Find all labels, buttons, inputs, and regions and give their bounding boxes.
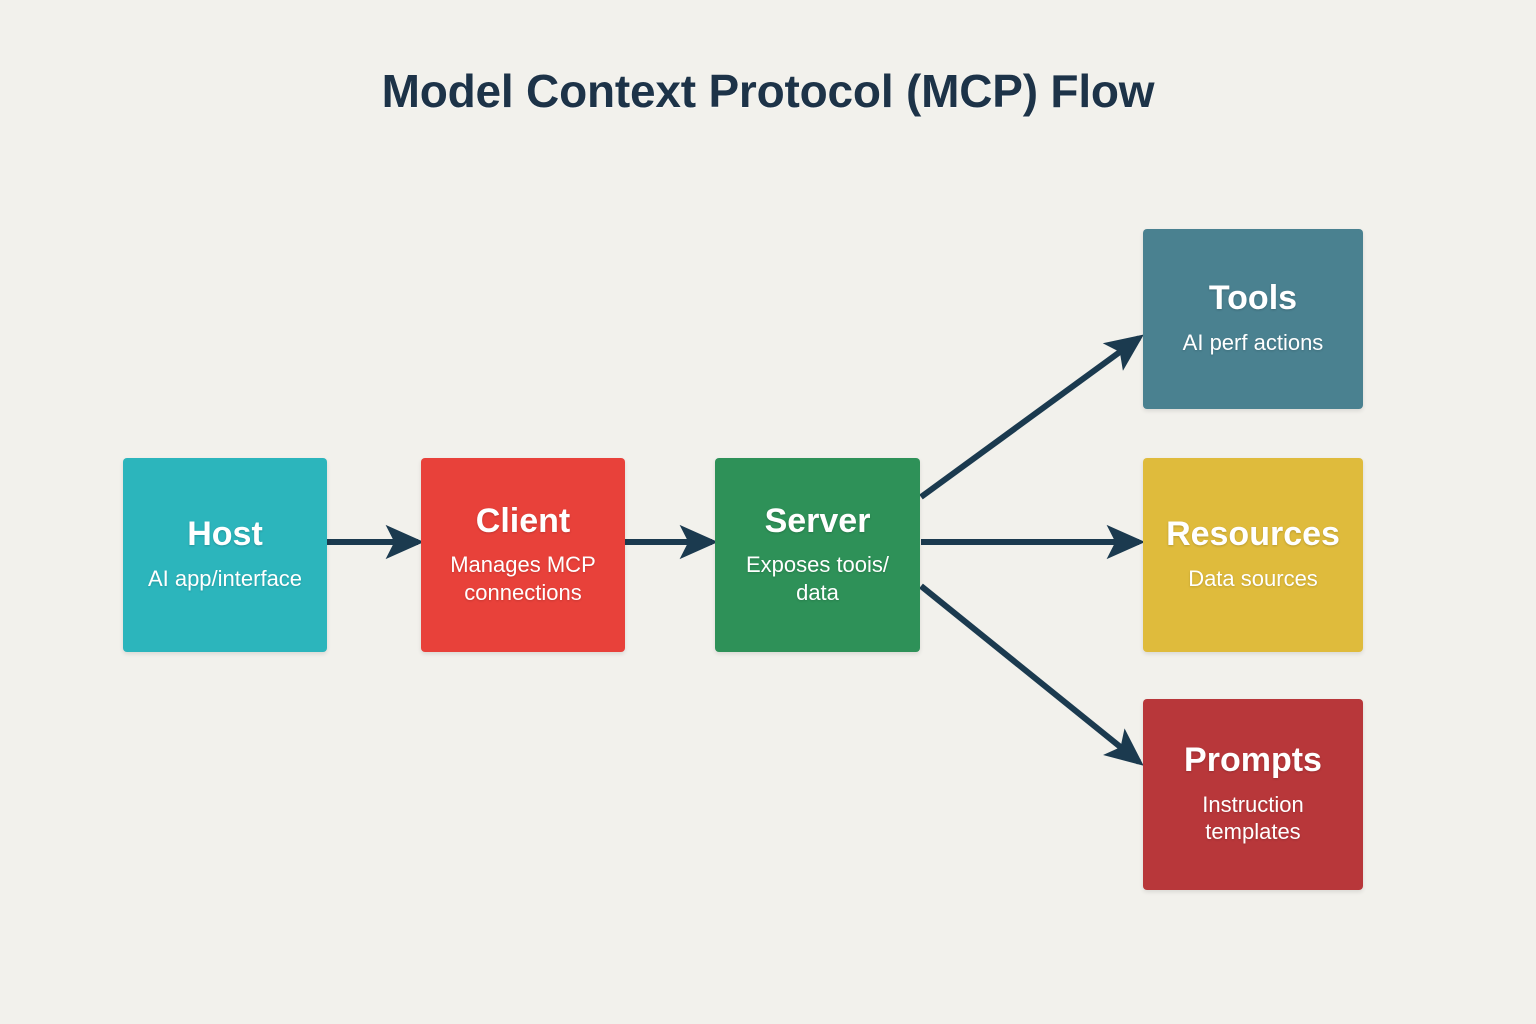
node-prompts-title: Prompts <box>1184 741 1322 780</box>
arrow-server-to-tools <box>919 334 1144 500</box>
node-host[interactable]: Host AI app/interface <box>123 458 327 652</box>
node-client-subtitle: Manages MCP connections <box>450 552 596 605</box>
arrow-server-to-prompts <box>919 583 1144 766</box>
node-resources-subtitle: Data sources <box>1188 566 1318 592</box>
node-server-subtitle: Exposes toois/ data <box>745 552 890 605</box>
node-resources-title: Resources <box>1166 515 1340 554</box>
node-client-title: Client <box>475 501 571 540</box>
node-tools-title: Tools <box>1208 279 1298 318</box>
node-host-subtitle: AI app/interface <box>147 566 303 592</box>
node-host-title: Host <box>187 515 263 554</box>
node-tools-subtitle: AI perf actions <box>1182 330 1324 356</box>
node-resources[interactable]: Resources Data sources <box>1143 458 1363 652</box>
node-prompts-subtitle: Instruction templates <box>1202 791 1304 845</box>
node-tools[interactable]: Tools AI perf actions <box>1143 229 1363 409</box>
node-server[interactable]: Server Exposes toois/ data <box>715 458 920 652</box>
node-client[interactable]: Client Manages MCP connections <box>421 458 625 652</box>
node-prompts[interactable]: Prompts Instruction templates <box>1143 699 1363 890</box>
node-server-title: Server <box>764 501 871 540</box>
page-title: Model Context Protocol (MCP) Flow <box>381 65 1155 117</box>
